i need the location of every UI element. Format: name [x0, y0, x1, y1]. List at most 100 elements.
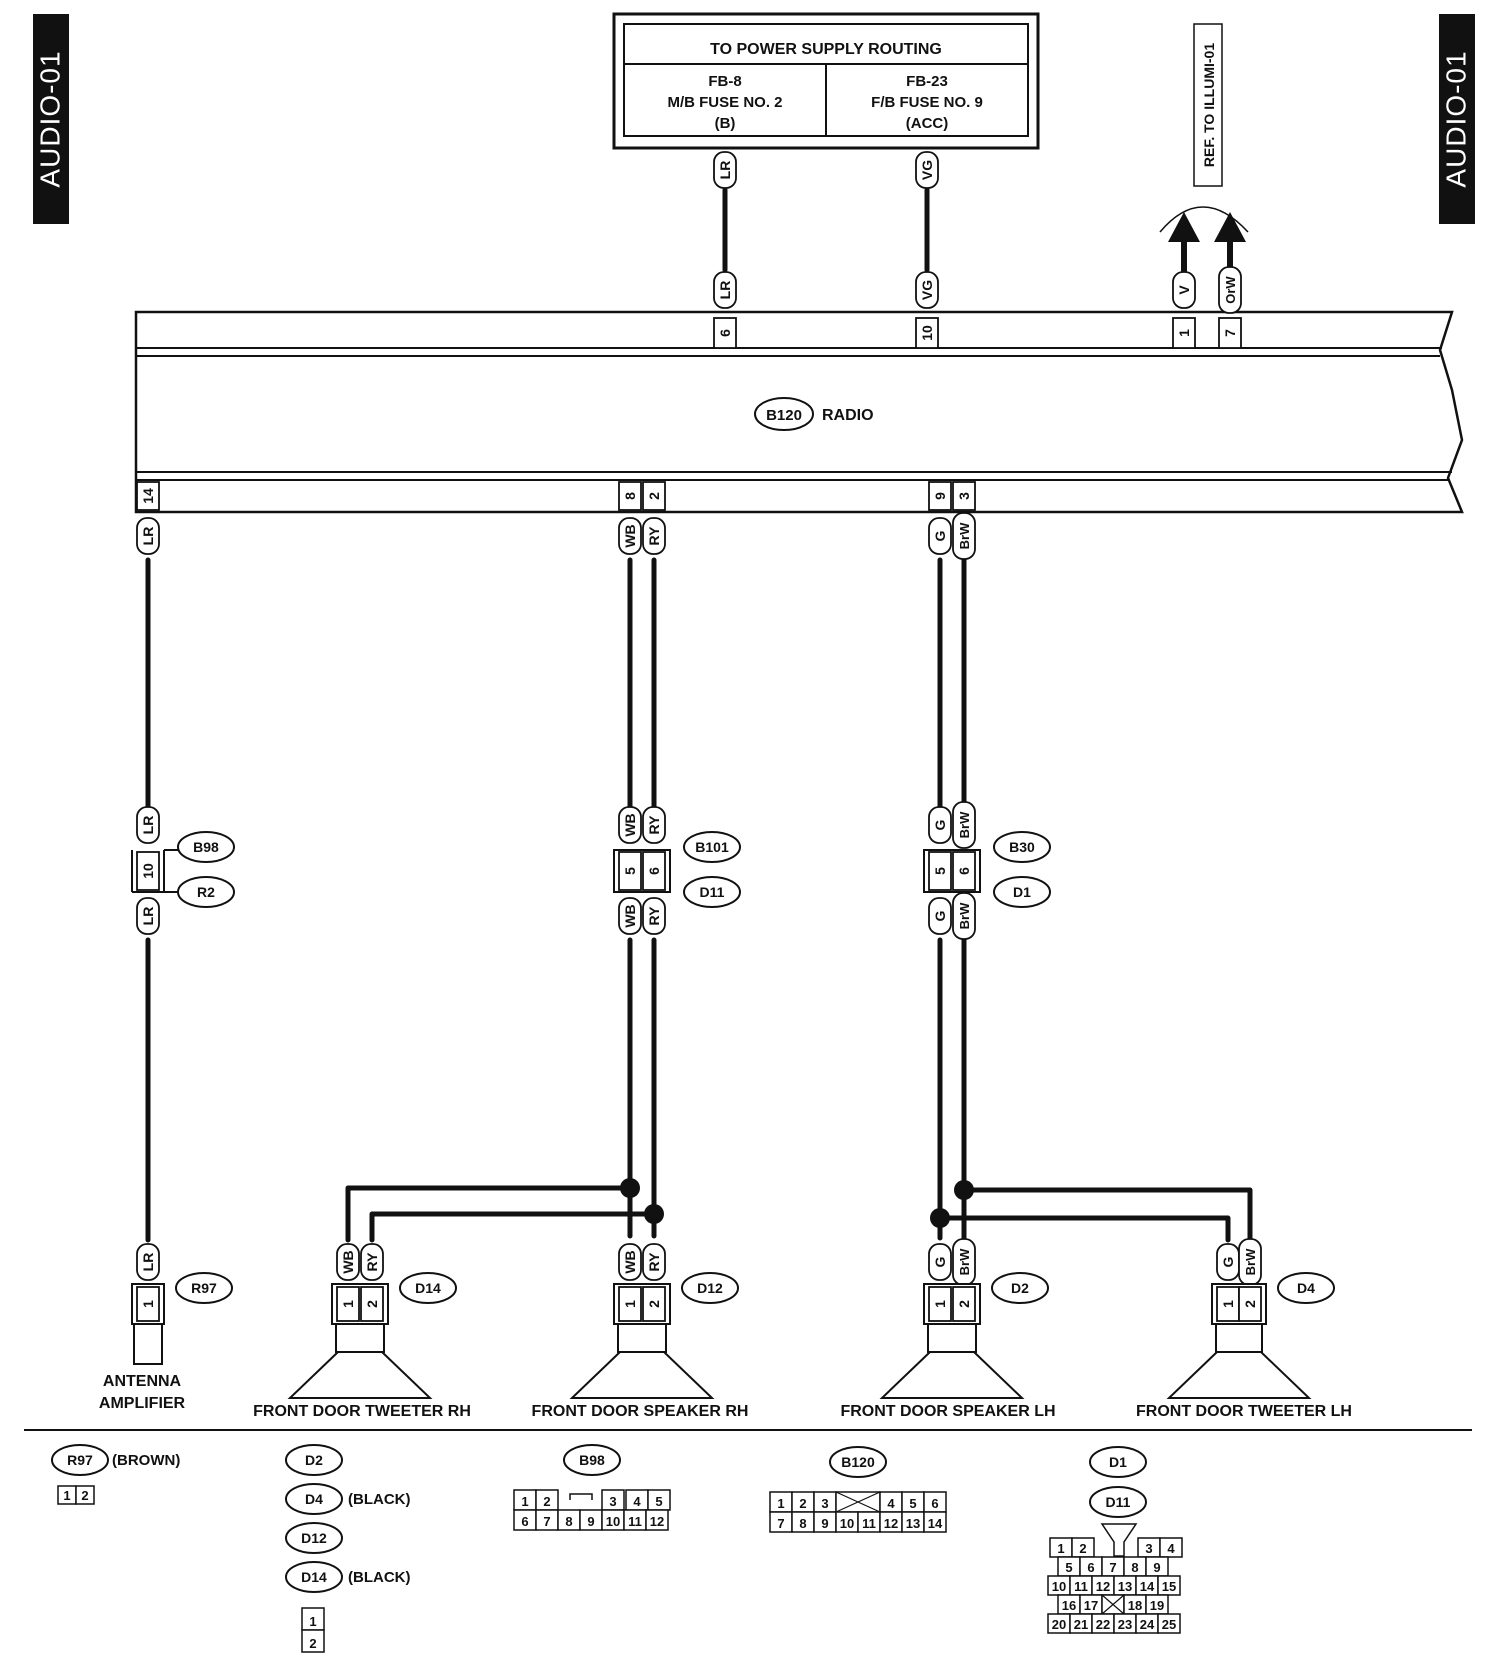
wire-color-label: BrW: [1243, 1248, 1258, 1275]
component-id: D2: [991, 1272, 1049, 1304]
connector-id-label: D4: [1297, 1280, 1315, 1296]
legend-pin-cell: 11: [1069, 1575, 1093, 1596]
legend-pin-cell: 9: [1145, 1556, 1169, 1577]
legend-pin-cell: 21: [1069, 1613, 1093, 1634]
wire-color-label: BrW: [957, 902, 972, 929]
wire-tag: VG: [915, 271, 939, 309]
wire-tag: BrW: [952, 892, 976, 940]
legend-pin-number: 23: [1118, 1617, 1132, 1632]
component-pin: 1: [136, 1286, 160, 1322]
legend-pin-number: 1: [63, 1488, 70, 1503]
fuse-right-line-3: (ACC): [906, 115, 949, 132]
component-pin: 1: [618, 1286, 642, 1322]
component-name: FRONT DOOR SPEAKER LH: [840, 1403, 1055, 1420]
connector-id-label: D1: [1109, 1454, 1127, 1470]
legend-pin-number: 24: [1140, 1617, 1155, 1632]
wire-color-label: V: [1176, 285, 1192, 295]
wires: [145, 187, 1253, 1243]
legend-pin-cell: 3: [1137, 1537, 1161, 1558]
legend-pin-number: 4: [887, 1496, 895, 1511]
legend-pin-cell: 1: [513, 1489, 537, 1511]
wire-tag: G: [928, 897, 952, 935]
wire-tag: WB: [618, 897, 642, 935]
connector-id-label: B30: [1009, 839, 1035, 855]
legend-pin-number: 25: [1162, 1617, 1176, 1632]
legend-pin-cell: 8: [1123, 1556, 1147, 1577]
wire-color-label: WB: [622, 1250, 638, 1273]
connector-id-label: R2: [197, 884, 215, 900]
legend-pin-cell: 6: [1079, 1556, 1103, 1577]
wire-tag: WB: [618, 1243, 642, 1281]
wire-tag: LR: [136, 517, 160, 555]
legend-pin-number: 17: [1084, 1598, 1098, 1613]
legend-pin-cell: 12: [645, 1509, 669, 1531]
component-pin: 1: [336, 1286, 360, 1322]
radio-bottom-pin: 14: [136, 481, 160, 511]
legend-pin-number: 11: [628, 1514, 642, 1529]
legend-pin-cell: 10: [835, 1511, 859, 1533]
speaker-icon: [879, 1351, 1025, 1399]
joint-pin: 6: [952, 851, 976, 891]
pin-number: 2: [1242, 1300, 1258, 1308]
legend-pin-number: 4: [633, 1494, 641, 1509]
wire-tag: LR: [136, 1243, 160, 1281]
legend-pin-cell: 4: [879, 1491, 903, 1513]
speaker-icon: [569, 1351, 715, 1399]
legend-pin-cell: 23: [1113, 1613, 1137, 1634]
wire-color-label: RY: [646, 526, 662, 546]
connector-id-label: R97: [67, 1452, 93, 1468]
legend-pin-cell: 7: [535, 1509, 559, 1531]
legend-pin-number: 2: [81, 1488, 88, 1503]
legend-pin-cell: 13: [901, 1511, 925, 1533]
pin-number: 6: [717, 329, 733, 337]
legend-pin-cell: 15: [1157, 1575, 1181, 1596]
legend-pin-number: 12: [884, 1516, 898, 1531]
legend-pin-cell: 18: [1123, 1594, 1147, 1615]
legend-pin-cell: 1: [1049, 1537, 1073, 1558]
legend-pin-number: 14: [928, 1516, 943, 1531]
legend-pin-number: 18: [1128, 1598, 1142, 1613]
legend-pin-number: 2: [1079, 1541, 1086, 1556]
legend-pin-number: 6: [521, 1514, 528, 1529]
fuse-left-line-3: (B): [715, 115, 736, 132]
component-pin: 2: [1238, 1286, 1262, 1322]
legend-pin-number: 3: [1145, 1541, 1152, 1556]
pin-number: 2: [646, 492, 662, 500]
legend-pin-cell: 3: [813, 1491, 837, 1513]
component-pin: 1: [928, 1286, 952, 1322]
legend-pin-number: 3: [821, 1496, 828, 1511]
legend-pin-cell: 2: [75, 1485, 95, 1505]
pin-number: 5: [622, 867, 638, 875]
legend-pin-cell: 8: [791, 1511, 815, 1533]
legend-pin-cell: 5: [901, 1491, 925, 1513]
legend-pin-number: 19: [1150, 1598, 1164, 1613]
legend-pin-number: 9: [821, 1516, 828, 1531]
wire-color-label: WB: [622, 813, 638, 836]
wire-tag: G: [928, 1243, 952, 1281]
pin-number: 6: [646, 867, 662, 875]
wire-tag: RY: [642, 517, 666, 555]
radio-top-pin: 6: [713, 317, 737, 349]
joint-lower-id: D1: [993, 876, 1051, 908]
power-box-title: TO POWER SUPPLY ROUTING: [710, 41, 942, 58]
wire-color-label: LR: [140, 907, 156, 926]
pin-number: 1: [1176, 329, 1192, 337]
radio-bottom-pin: 3: [952, 481, 976, 511]
legend-connector-id: D12: [285, 1522, 343, 1554]
legend-pin-cell: 25: [1157, 1613, 1181, 1634]
legend-pin-number: 8: [799, 1516, 806, 1531]
pin-number: 10: [919, 325, 935, 341]
wire-color-label: VG: [919, 160, 935, 180]
legend-pin-cell: 16: [1057, 1594, 1081, 1615]
legend-connector-id: D2: [285, 1444, 343, 1476]
connector-id-label: D4: [305, 1491, 323, 1507]
wire-tag: G: [1216, 1243, 1240, 1281]
legend-pin-cell: 22: [1091, 1613, 1115, 1634]
legend-connector-id: D11: [1089, 1486, 1147, 1518]
wire-tag: WB: [618, 517, 642, 555]
joint-upper-id: B101: [683, 831, 741, 863]
wire-tag: LR: [713, 271, 737, 309]
wire-tag: BrW: [952, 512, 976, 560]
